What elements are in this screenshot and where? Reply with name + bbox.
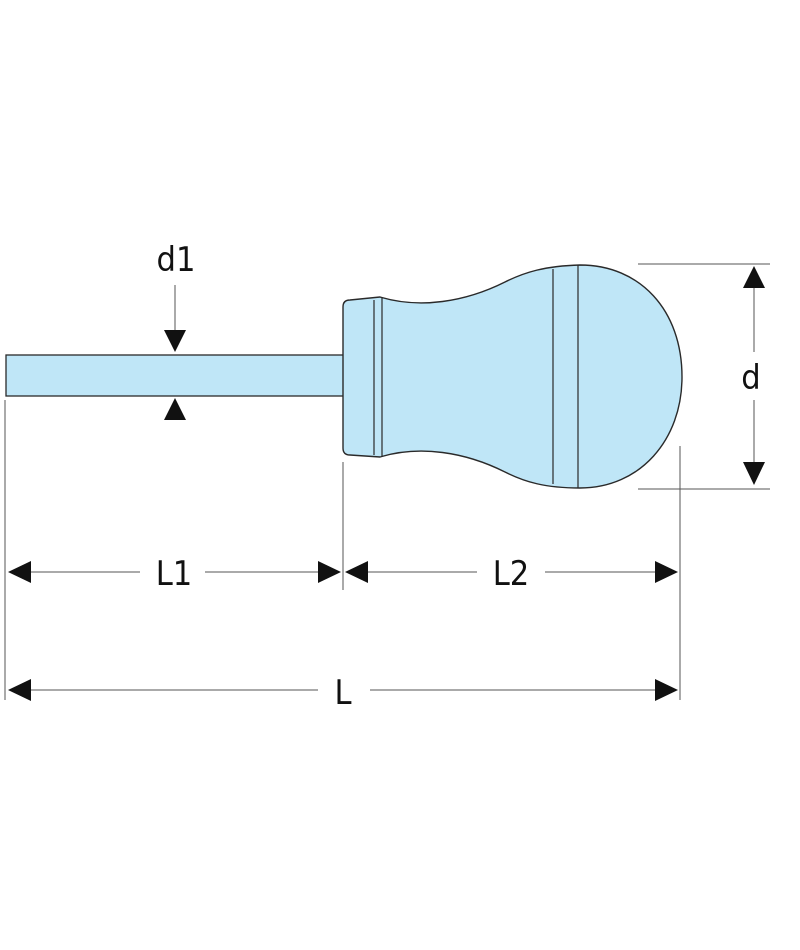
l1-dimension: L1 <box>8 554 341 594</box>
l2-arrow-left <box>345 561 368 583</box>
l1-label: L1 <box>156 554 193 594</box>
d-arrow-down <box>743 462 765 485</box>
shaft <box>5 354 347 397</box>
d-arrow-up <box>743 266 765 288</box>
extension-lines <box>4 263 770 700</box>
d1-label: d1 <box>157 240 196 280</box>
l1-arrow-left <box>8 561 31 583</box>
d1-dimension: d1 <box>157 240 196 420</box>
d-label: d <box>741 358 760 398</box>
l-arrow-left <box>8 679 31 701</box>
d-dimension: d <box>741 266 765 485</box>
l-arrow-right <box>655 679 678 701</box>
l1-arrow-right <box>318 561 341 583</box>
l2-dimension: L2 <box>345 554 678 594</box>
d1-arrow-down <box>164 330 186 352</box>
l2-label: L2 <box>493 554 530 594</box>
l-dimension: L <box>8 673 678 713</box>
d1-arrow-up <box>164 398 186 420</box>
handle-body <box>342 264 683 489</box>
l2-arrow-right <box>655 561 678 583</box>
screwdriver-drawing <box>5 264 683 489</box>
l-label: L <box>334 673 351 713</box>
